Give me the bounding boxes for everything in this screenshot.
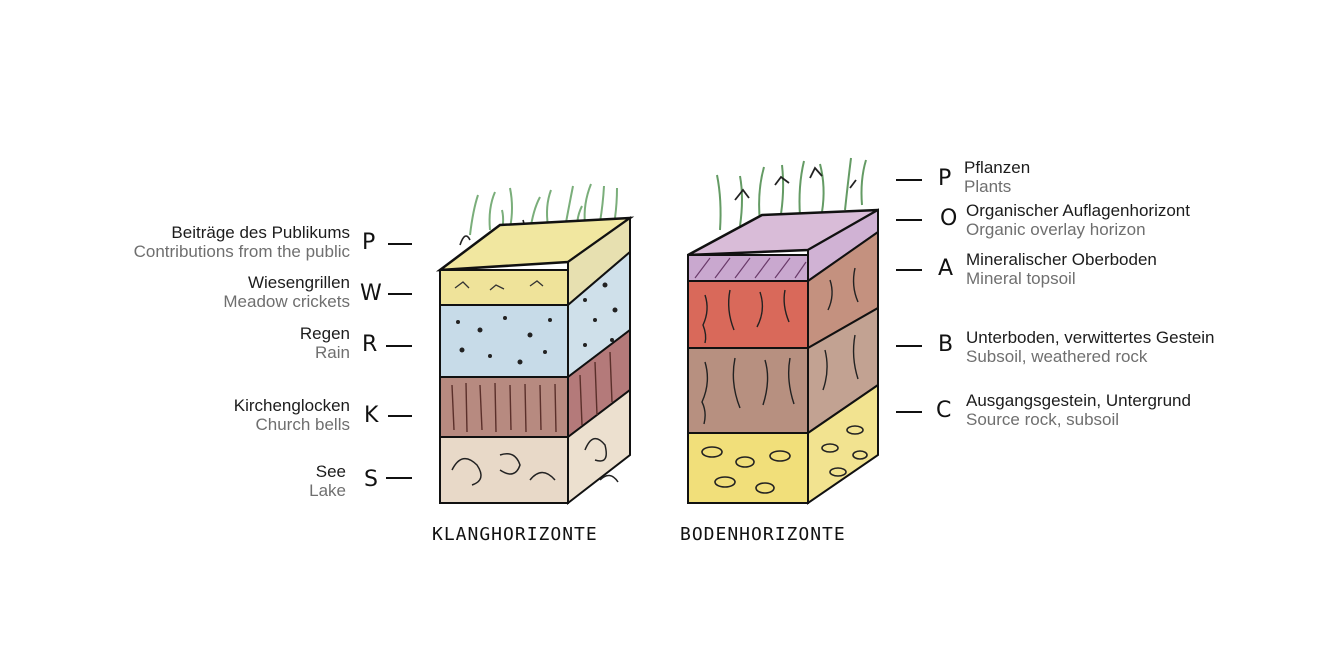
right-tick-b — [896, 345, 922, 347]
left-layer-label-p: Beiträge des Publikums Contributions fro… — [60, 223, 350, 261]
right-letter-a: A — [938, 256, 954, 281]
right-layer-c-en: Source rock, subsoil — [966, 410, 1120, 429]
left-block-caption: KLANGHORIZONTE — [432, 524, 598, 545]
right-block-caption: BODENHORIZONTE — [680, 524, 846, 545]
left-tick-s — [386, 477, 412, 479]
right-layer-o-de: Organischer Auflagenhorizont — [966, 201, 1190, 220]
right-layer-label-o: Organischer Auflagenhorizont Organic ove… — [966, 201, 1190, 239]
left-tick-k — [388, 415, 412, 417]
left-tick-p — [388, 243, 412, 245]
left-layer-s-en: Lake — [309, 481, 346, 500]
right-tick-a — [896, 269, 922, 271]
right-letter-b: B — [938, 332, 954, 357]
right-layer-label-a: Mineralischer Oberboden Mineral topsoil — [966, 250, 1157, 288]
right-tick-o — [896, 219, 922, 221]
right-tick-c — [896, 411, 922, 413]
right-layer-p-de: Pflanzen — [964, 158, 1031, 177]
left-tick-r — [386, 345, 412, 347]
left-layer-r-en: Rain — [315, 343, 350, 362]
left-tick-w — [388, 293, 412, 295]
right-tick-p — [896, 179, 922, 181]
left-layer-r-de: Regen — [299, 324, 350, 343]
right-layer-label-c: Ausgangsgestein, Untergrund Source rock,… — [966, 391, 1191, 429]
right-layer-a-en: Mineral topsoil — [966, 269, 1076, 288]
left-letter-w: W — [360, 281, 382, 306]
right-letter-o: O — [940, 206, 958, 231]
left-letter-k: K — [364, 403, 379, 428]
left-layer-k-en: Church bells — [255, 415, 351, 434]
right-layer-a-de: Mineralischer Oberboden — [966, 250, 1157, 269]
right-layer-b-en: Subsoil, weathered rock — [966, 347, 1148, 366]
left-layer-k-de: Kirchenglocken — [233, 396, 350, 415]
right-layer-o-en: Organic overlay horizon — [966, 220, 1146, 239]
right-letter-p: P — [938, 166, 952, 191]
left-letter-s: S — [364, 467, 378, 492]
right-layer-p-en: Plants — [964, 177, 1012, 196]
right-layer-label-p: Pflanzen Plants — [964, 158, 1030, 196]
left-layer-label-k: Kirchenglocken Church bells — [60, 396, 350, 434]
soil-horizons-block — [687, 157, 879, 505]
sound-horizons-block — [435, 183, 635, 506]
left-layer-p-de: Beiträge des Publikums — [171, 223, 350, 242]
left-layer-w-de: Wiesengrillen — [247, 273, 350, 292]
right-layer-label-b: Unterboden, verwittertes Gestein Subsoil… — [966, 328, 1215, 366]
left-letter-p: P — [362, 230, 376, 255]
right-layer-c-de: Ausgangsgestein, Untergrund — [966, 391, 1191, 410]
left-layer-label-r: Regen Rain — [60, 324, 350, 362]
left-layer-label-w: Wiesengrillen Meadow crickets — [60, 273, 350, 311]
right-layer-b-de: Unterboden, verwittertes Gestein — [966, 328, 1215, 347]
left-layer-label-s: See Lake — [60, 462, 346, 500]
left-layer-p-en: Contributions from the public — [133, 242, 350, 261]
left-letter-r: R — [362, 332, 378, 357]
left-layer-w-en: Meadow crickets — [223, 292, 350, 311]
left-layer-s-de: See — [315, 462, 346, 481]
right-letter-c: C — [936, 398, 952, 423]
